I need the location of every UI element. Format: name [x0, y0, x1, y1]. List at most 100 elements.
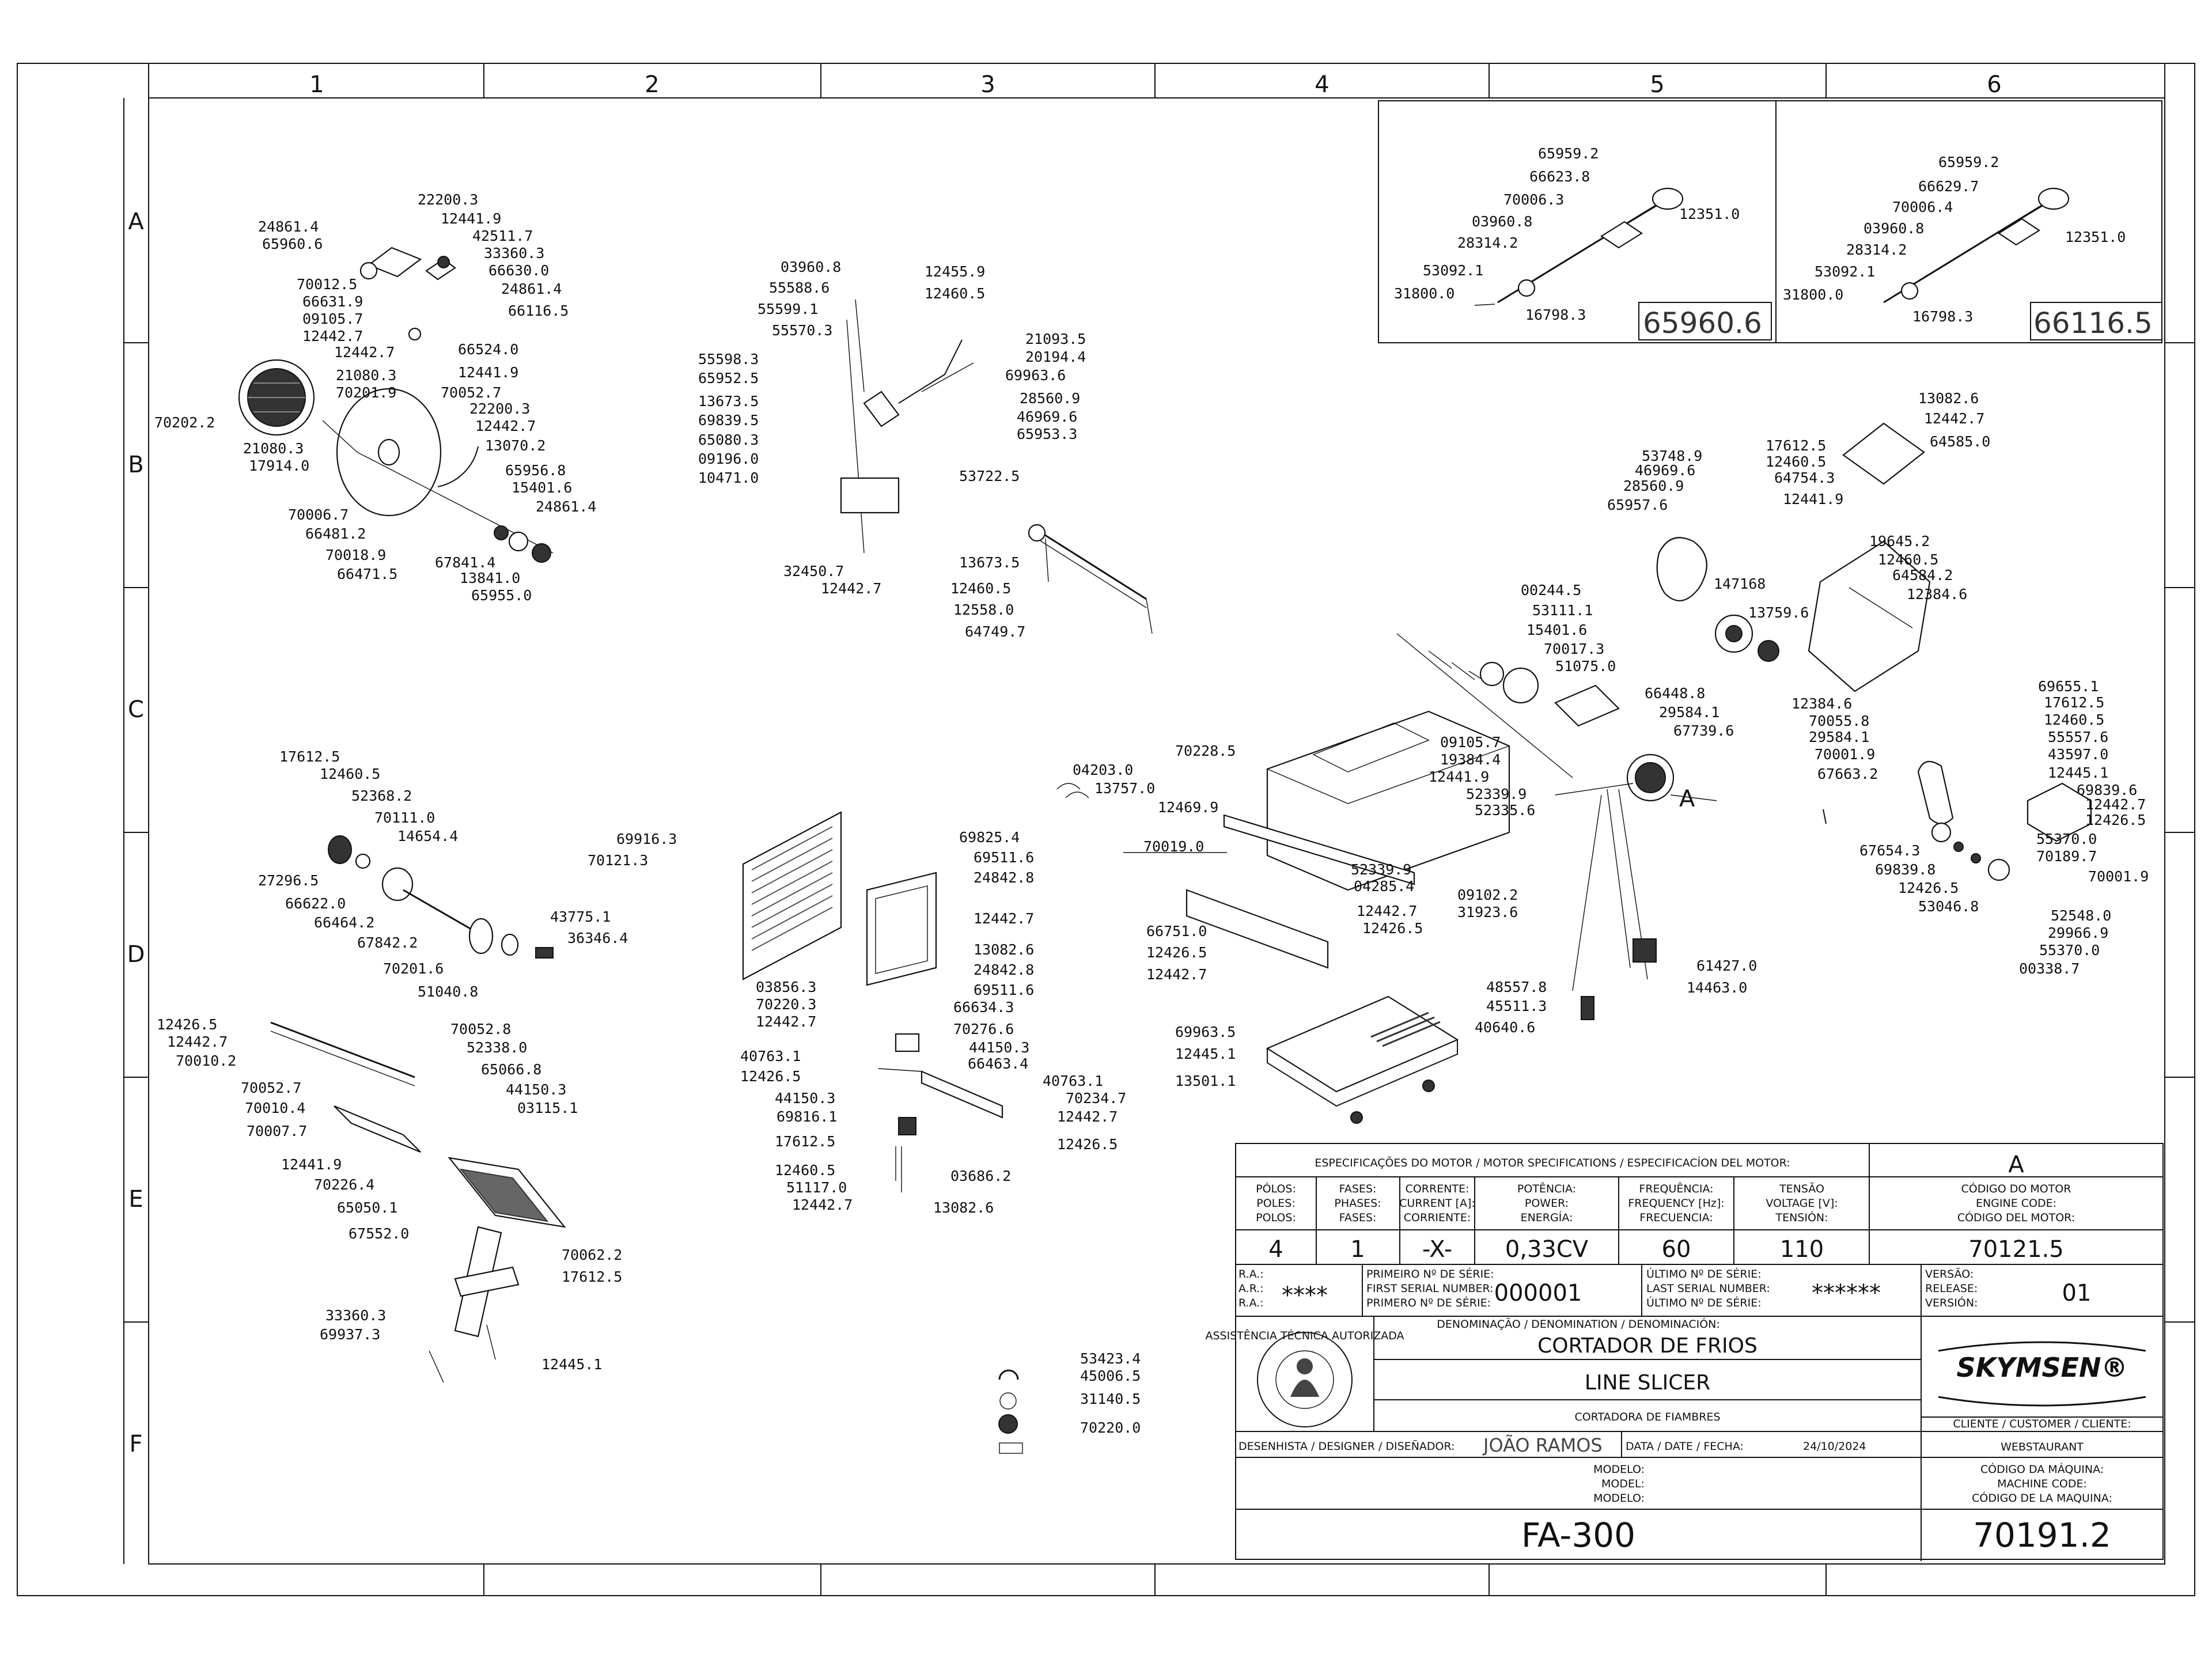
part-callout: 12426.5 [1362, 920, 1423, 937]
row-label-f: F [129, 1431, 142, 1457]
serial-row: R.A.: A.R.: R.A.: **** PRIMEIRO Nº DE SÉ… [1238, 1267, 2091, 1309]
model-label: MODEL: [1601, 1478, 1645, 1490]
part-callout: 67663.2 [1817, 766, 1878, 782]
frequency-header: FREQUENCY [Hz]: [1628, 1197, 1724, 1210]
part-callout: 70052.7 [241, 1080, 301, 1096]
part-callout: 69825.4 [959, 829, 1020, 846]
part-callout: 40640.6 [1475, 1019, 1535, 1036]
part-callout: 69511.6 [974, 982, 1034, 998]
part-callout: 66471.5 [337, 566, 397, 582]
designer-row: DESENHISTA / DESIGNER / DISEÑADOR: JOÃO … [1238, 1434, 1866, 1456]
inset1-callout: 03960.8 [1472, 213, 1532, 230]
part-callout: 55598.3 [698, 351, 759, 368]
part-callout: 13082.6 [933, 1199, 994, 1216]
part-callout: 12426.5 [1898, 880, 1959, 896]
part-callout: 65953.3 [1017, 426, 1077, 442]
part-callout: 12442.7 [167, 1033, 228, 1050]
last-serial-value: ****** [1812, 1280, 1881, 1306]
part-callout: 12442.7 [2085, 796, 2146, 813]
part-callout: 53423.4 [1080, 1350, 1141, 1367]
part-callout: 21093.5 [1025, 331, 1086, 347]
part-callout: 24861.4 [501, 281, 562, 297]
part-callout: 66116.5 [508, 302, 569, 319]
part-callout: 12442.7 [821, 580, 881, 597]
part-callout: 09102.2 [1457, 887, 1518, 903]
carriage-assembly-drawing [238, 247, 554, 563]
part-callout: 32450.7 [783, 563, 844, 579]
part-callout: 66751.0 [1146, 923, 1207, 940]
part-callout: 03856.3 [756, 979, 816, 995]
inset1-callout: 16798.3 [1525, 306, 1586, 323]
part-callout: 64584.2 [1892, 567, 1953, 584]
inset2-callout: 31800.0 [1783, 286, 1843, 303]
part-callout: 70111.0 [374, 809, 435, 826]
inset-assembly-code: 65960.6 [1643, 306, 1762, 340]
part-callout: 12426.5 [1057, 1136, 1118, 1153]
part-callout: 12445.1 [1175, 1046, 1236, 1062]
part-callout: 31923.6 [1457, 904, 1518, 921]
ra-label: R.A.: [1238, 1297, 1264, 1309]
part-callout: 70055.8 [1809, 713, 1869, 729]
part-callout: 03686.2 [950, 1168, 1011, 1184]
part-callout: 69937.3 [320, 1326, 380, 1343]
part-callout: 13673.5 [959, 554, 1020, 571]
part-callout: 44150.3 [775, 1090, 835, 1107]
part-callout: 19645.2 [1869, 533, 1930, 550]
part-callout: 14654.4 [397, 828, 458, 844]
part-callout: 12442.7 [302, 328, 363, 344]
part-callout: 12426.5 [1146, 944, 1207, 961]
column-label-5: 5 [1650, 71, 1664, 98]
inset-65960-6: 65959.2 66623.8 70006.3 03960.8 28314.2 … [1378, 100, 1777, 343]
part-callout: 147168 [1714, 575, 1766, 592]
part-callout: 13757.0 [1094, 780, 1155, 797]
part-callout: 10471.0 [698, 469, 759, 486]
part-callout: 65955.0 [471, 587, 532, 604]
denomination-block: DENOMINAÇÃO / DENOMINATION / DENOMINACIÓ… [1205, 1317, 2146, 1453]
version-label: VERSÃO: [1925, 1267, 1974, 1281]
part-callout: 70234.7 [1066, 1090, 1126, 1107]
housing-callouts: 70228.5 09105.7 19384.4 12441.9 52339.9 … [1073, 734, 1757, 1089]
part-callout: 69839.8 [1875, 861, 1936, 878]
product-name-pt: CORTADOR DE FRIOS [1537, 1334, 1758, 1358]
column-label-2: 2 [645, 71, 659, 98]
inset-assembly-code: 66116.5 [2033, 306, 2153, 340]
version-label: VERSIÓN: [1925, 1296, 1978, 1309]
part-callout: 70007.7 [247, 1123, 307, 1139]
part-callout: 70276.6 [953, 1021, 1014, 1037]
inset1-callout: 28314.2 [1457, 234, 1518, 251]
product-name-es: CORTADORA DE FIAMBRES [1574, 1411, 1720, 1423]
part-callout: 51075.0 [1555, 658, 1616, 675]
part-callout: 04285.4 [1354, 878, 1414, 895]
part-callout: 51040.8 [418, 983, 478, 1000]
inset-shaft-drawing [1883, 187, 2070, 304]
version-value: 01 [2062, 1280, 2092, 1306]
brand-swoosh-icon [1938, 1396, 2146, 1407]
part-callout: 45511.3 [1486, 998, 1547, 1014]
last-serial-label: ÚLTIMO Nº DE SÉRIE: [1646, 1267, 1762, 1281]
ra-label: A.R.: [1238, 1282, 1264, 1295]
power-header: ENERGÍA: [1521, 1211, 1573, 1224]
part-callout: 66448.8 [1645, 685, 1705, 702]
pusher-callouts: 12426.5 12442.7 70010.2 70052.8 52338.0 … [157, 1016, 622, 1373]
column-label-1: 1 [309, 71, 324, 98]
part-callout: 69839.6 [2077, 782, 2137, 798]
part-callout: 70017.3 [1544, 641, 1604, 657]
client-value: WEBSTAURANT [2001, 1441, 2084, 1453]
part-callout: 66634.3 [953, 999, 1014, 1016]
part-callout: 12460.5 [950, 580, 1011, 597]
part-callout: 20194.4 [1025, 349, 1086, 365]
model-label: MODELO: [1593, 1463, 1645, 1476]
part-callout: 12426.5 [2085, 812, 2146, 828]
last-serial-label: LAST SERIAL NUMBER: [1646, 1282, 1770, 1295]
motor-spec-header: ESPECIFICAÇÕES DO MOTOR / MOTOR SPECIFIC… [1315, 1156, 1790, 1169]
inset1-callout: 66623.8 [1529, 168, 1590, 185]
part-callout: 55370.0 [2039, 942, 2100, 959]
part-callout: 65080.3 [698, 431, 759, 448]
part-callout: 70012.5 [297, 276, 357, 293]
inset2-callout: 28314.2 [1846, 241, 1907, 258]
part-callout: 17914.0 [249, 457, 309, 474]
part-callout: 70201.9 [336, 384, 396, 401]
part-callout: 24861.4 [536, 498, 596, 515]
part-callout: 67841.4 [435, 554, 495, 571]
